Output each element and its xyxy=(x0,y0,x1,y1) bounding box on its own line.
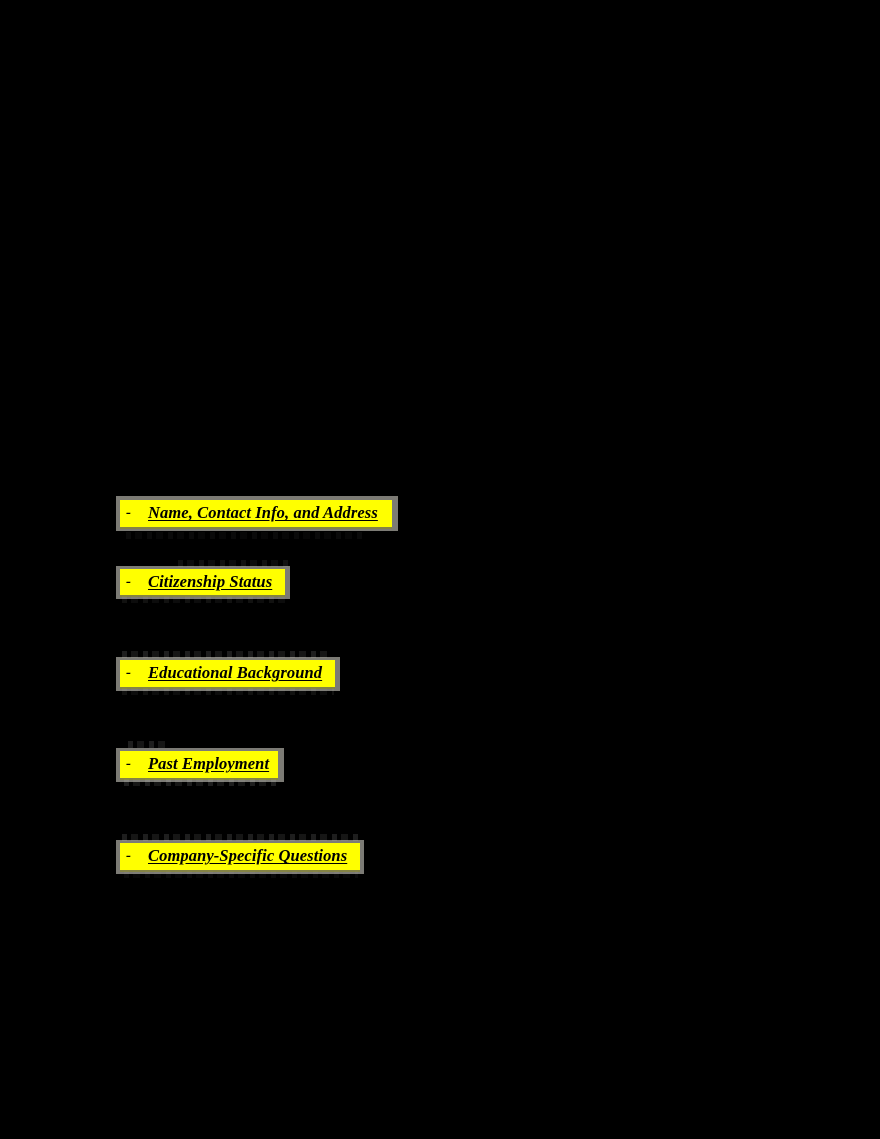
redacted-text-remnant xyxy=(122,834,358,841)
redacted-text-remnant xyxy=(122,596,288,603)
highlighted-heading-past-employment[interactable]: - Past Employment xyxy=(120,751,278,780)
heading-label: Educational Background xyxy=(148,663,323,683)
highlighted-heading-citizenship-status[interactable]: - Citizenship Status xyxy=(120,569,285,597)
heading-label: Past Employment xyxy=(148,754,270,774)
redacted-text-remnant xyxy=(178,560,288,567)
bullet-marker: - xyxy=(126,505,131,521)
bullet-marker: - xyxy=(126,573,131,590)
redacted-text-remnant xyxy=(124,871,358,878)
highlighted-heading-name-contact-info-and-address[interactable]: - Name, Contact Info, and Address xyxy=(120,500,392,529)
redacted-text-remnant xyxy=(122,651,332,658)
heading-label: Citizenship Status xyxy=(148,571,273,591)
highlighted-heading-company-specific-questions[interactable]: - Company-Specific Questions xyxy=(120,843,360,872)
redacted-text-remnant xyxy=(122,688,334,695)
redacted-text-remnant xyxy=(126,532,366,539)
redacted-text-remnant xyxy=(128,741,170,748)
heading-label: Company-Specific Questions xyxy=(148,846,348,866)
bullet-marker: - xyxy=(126,848,131,864)
bullet-marker: - xyxy=(126,756,131,772)
bullet-marker: - xyxy=(126,665,131,681)
heading-label: Name, Contact Info, and Address xyxy=(148,503,378,523)
highlighted-heading-educational-background[interactable]: - Educational Background xyxy=(120,660,335,689)
redacted-text-remnant xyxy=(124,779,280,786)
